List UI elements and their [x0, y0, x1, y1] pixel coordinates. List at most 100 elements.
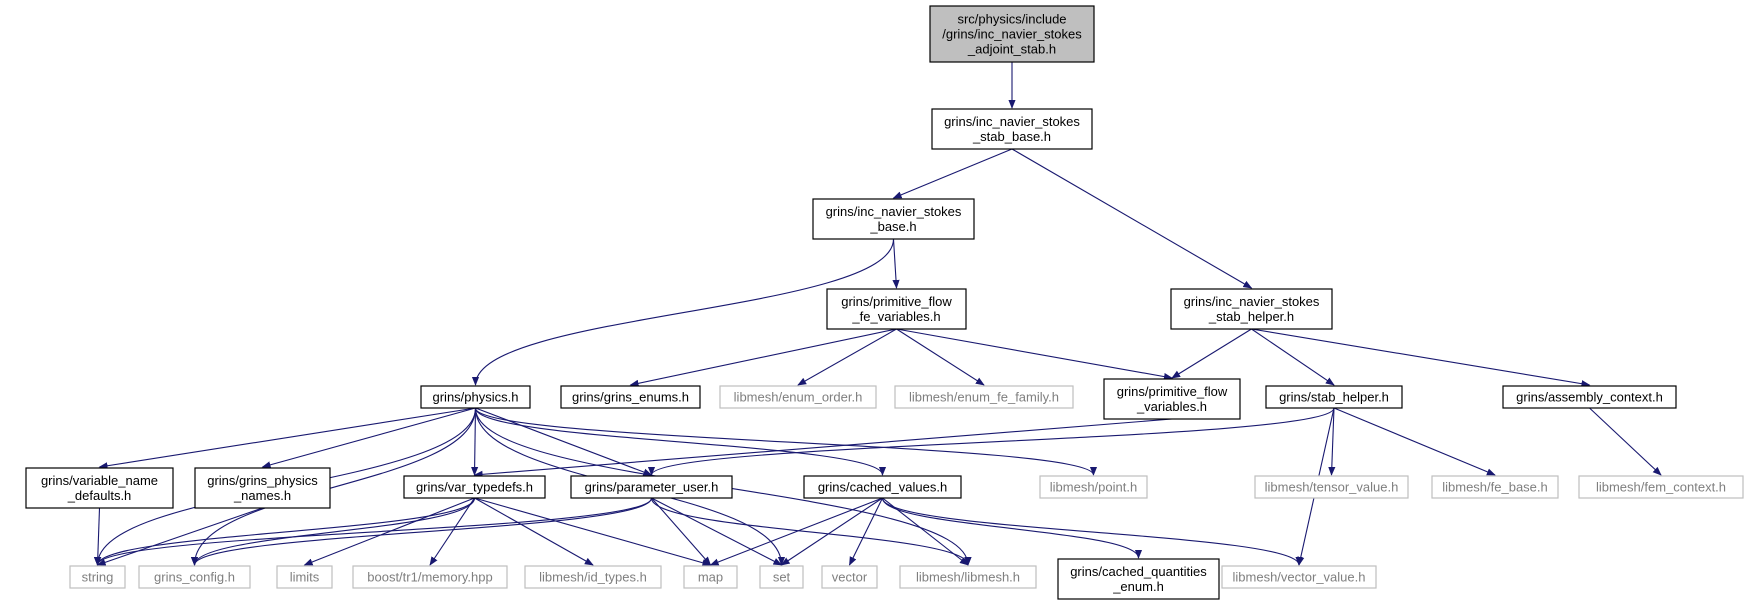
node-stab-helper[interactable]: grins/stab_helper.h — [1265, 385, 1403, 409]
node-label: _base.h — [869, 219, 916, 234]
node-ins-base[interactable]: grins/inc_navier_stokes_base.h — [812, 198, 975, 240]
node-box — [1221, 565, 1377, 589]
node-label: grins/primitive_flow — [1117, 384, 1228, 399]
node-root[interactable]: src/physics/include/grins/inc_navier_sto… — [929, 5, 1095, 63]
edge-stab-helper-ins-to-stab-helper — [1251, 328, 1335, 386]
node-memory: boost/tr1/memory.hpp — [352, 565, 508, 589]
node-label: grins/variable_name — [41, 473, 158, 488]
node-cached-values[interactable]: grins/cached_values.h — [803, 475, 962, 499]
node-point: libmesh/point.h — [1039, 475, 1148, 499]
edge-prim-fe-to-enum-fe-family — [896, 328, 985, 386]
node-box — [821, 565, 878, 589]
node-prim-fe[interactable]: grins/primitive_flow_fe_variables.h — [826, 288, 967, 330]
node-label: libmesh/fe_base.h — [1442, 480, 1548, 495]
edge-stab-helper-to-tensor — [1328, 407, 1336, 476]
node-var-typedefs[interactable]: grins/var_typedefs.h — [403, 475, 546, 499]
node-limits: limits — [276, 565, 333, 589]
node-vector-value: libmesh/vector_value.h — [1221, 565, 1377, 589]
edge-cached-values-to-cached-q — [881, 497, 1143, 559]
edge-stab-helper-ins-to-assembly — [1251, 328, 1591, 388]
node-layer: src/physics/include/grins/inc_navier_sto… — [25, 5, 1744, 600]
node-phys-names[interactable]: grins/grins_physics_names.h — [194, 467, 331, 509]
node-var-name[interactable]: grins/variable_name_defaults.h — [25, 467, 174, 509]
node-label: libmesh/enum_order.h — [734, 390, 863, 405]
node-label: libmesh/libmesh.h — [916, 570, 1020, 585]
node-label: vector — [832, 570, 868, 585]
node-box — [683, 565, 738, 589]
node-label: limits — [290, 570, 320, 585]
node-box — [403, 475, 546, 499]
node-label: _defaults.h — [67, 488, 132, 503]
edge-var-typedefs-to-map — [474, 497, 712, 567]
node-label: set — [773, 570, 791, 585]
edge-param-user-to-grins-config — [191, 497, 653, 566]
node-label: _adjoint_stab.h — [967, 42, 1056, 57]
node-box — [194, 467, 331, 509]
edge-cached-values-to-set — [780, 497, 883, 566]
node-box — [759, 565, 804, 589]
node-physics[interactable]: grins/physics.h — [420, 385, 531, 409]
edge-stab-base-to-stab-helper-ins — [1011, 148, 1253, 289]
edge-cached-values-to-vector-value — [881, 497, 1303, 566]
edge-param-user-to-libmesh — [650, 497, 972, 566]
node-vector: vector — [821, 565, 878, 589]
node-label: map — [698, 570, 723, 585]
node-box — [719, 385, 877, 409]
edge-physics-to-point — [474, 407, 1097, 476]
node-label: libmesh/id_types.h — [539, 570, 647, 585]
node-box — [560, 385, 701, 409]
node-grins-config: grins_config.h — [138, 565, 251, 589]
node-label: grins/stab_helper.h — [1279, 390, 1389, 405]
edge-physics-to-var-name — [98, 407, 476, 470]
node-box — [1502, 385, 1677, 409]
node-cached-q[interactable]: grins/cached_quantities_enum.h — [1057, 558, 1220, 600]
node-enum-fe-family: libmesh/enum_fe_family.h — [894, 385, 1074, 409]
node-box — [931, 108, 1093, 150]
node-label: _stab_helper.h — [1208, 309, 1294, 324]
edge-var-typedefs-to-string — [93, 497, 476, 566]
node-set: set — [759, 565, 804, 589]
edge-ins-base-to-physics — [471, 238, 895, 386]
edge-stab-base-to-ins-base — [892, 148, 1013, 199]
edge-stab-helper-ins-to-prim-var — [1171, 328, 1252, 379]
node-assembly[interactable]: grins/assembly_context.h — [1502, 385, 1677, 409]
edge-physics-to-param-user — [475, 407, 653, 476]
node-stab-base[interactable]: grins/inc_navier_stokes_stab_base.h — [931, 108, 1093, 150]
node-enum-order: libmesh/enum_order.h — [719, 385, 877, 409]
node-label: grins/primitive_flow — [841, 294, 952, 309]
edge-stab-helper-to-fe-base — [1333, 407, 1496, 476]
node-label: boost/tr1/memory.hpp — [367, 570, 492, 585]
node-box — [899, 565, 1037, 589]
edge-var-name-to-string — [94, 507, 102, 566]
node-label: grins/assembly_context.h — [1516, 390, 1663, 405]
node-stab-helper-ins[interactable]: grins/inc_navier_stokes_stab_helper.h — [1170, 288, 1333, 330]
node-label: string — [82, 570, 114, 585]
node-param-user[interactable]: grins/parameter_user.h — [570, 475, 733, 499]
node-box — [1103, 378, 1241, 420]
edge-physics-to-phys-names — [261, 407, 476, 469]
node-label: libmesh/enum_fe_family.h — [909, 390, 1059, 405]
node-label: libmesh/fem_context.h — [1596, 480, 1726, 495]
node-fe-base: libmesh/fe_base.h — [1431, 475, 1559, 499]
node-label: _variables.h — [1136, 399, 1207, 414]
node-box — [25, 467, 174, 509]
node-label: _names.h — [233, 488, 291, 503]
node-prim-var[interactable]: grins/primitive_flow_variables.h — [1103, 378, 1241, 420]
edge-physics-to-var-typedefs — [471, 407, 479, 476]
edge-ins-base-to-prim-fe — [892, 238, 900, 289]
node-box — [420, 385, 531, 409]
node-box — [276, 565, 333, 589]
edge-param-user-to-string — [94, 497, 653, 566]
node-label: grins/cached_values.h — [818, 480, 947, 495]
edge-var-typedefs-to-memory — [429, 497, 475, 566]
node-box — [929, 5, 1095, 63]
node-enums[interactable]: grins/grins_enums.h — [560, 385, 701, 409]
node-box — [1578, 475, 1744, 499]
node-box — [69, 565, 126, 589]
edge-layer — [93, 62, 1662, 567]
node-box — [1265, 385, 1403, 409]
node-box — [1039, 475, 1148, 499]
edge-prim-var-to-var-typedefs — [473, 418, 1173, 478]
node-label: libmesh/vector_value.h — [1233, 570, 1366, 585]
